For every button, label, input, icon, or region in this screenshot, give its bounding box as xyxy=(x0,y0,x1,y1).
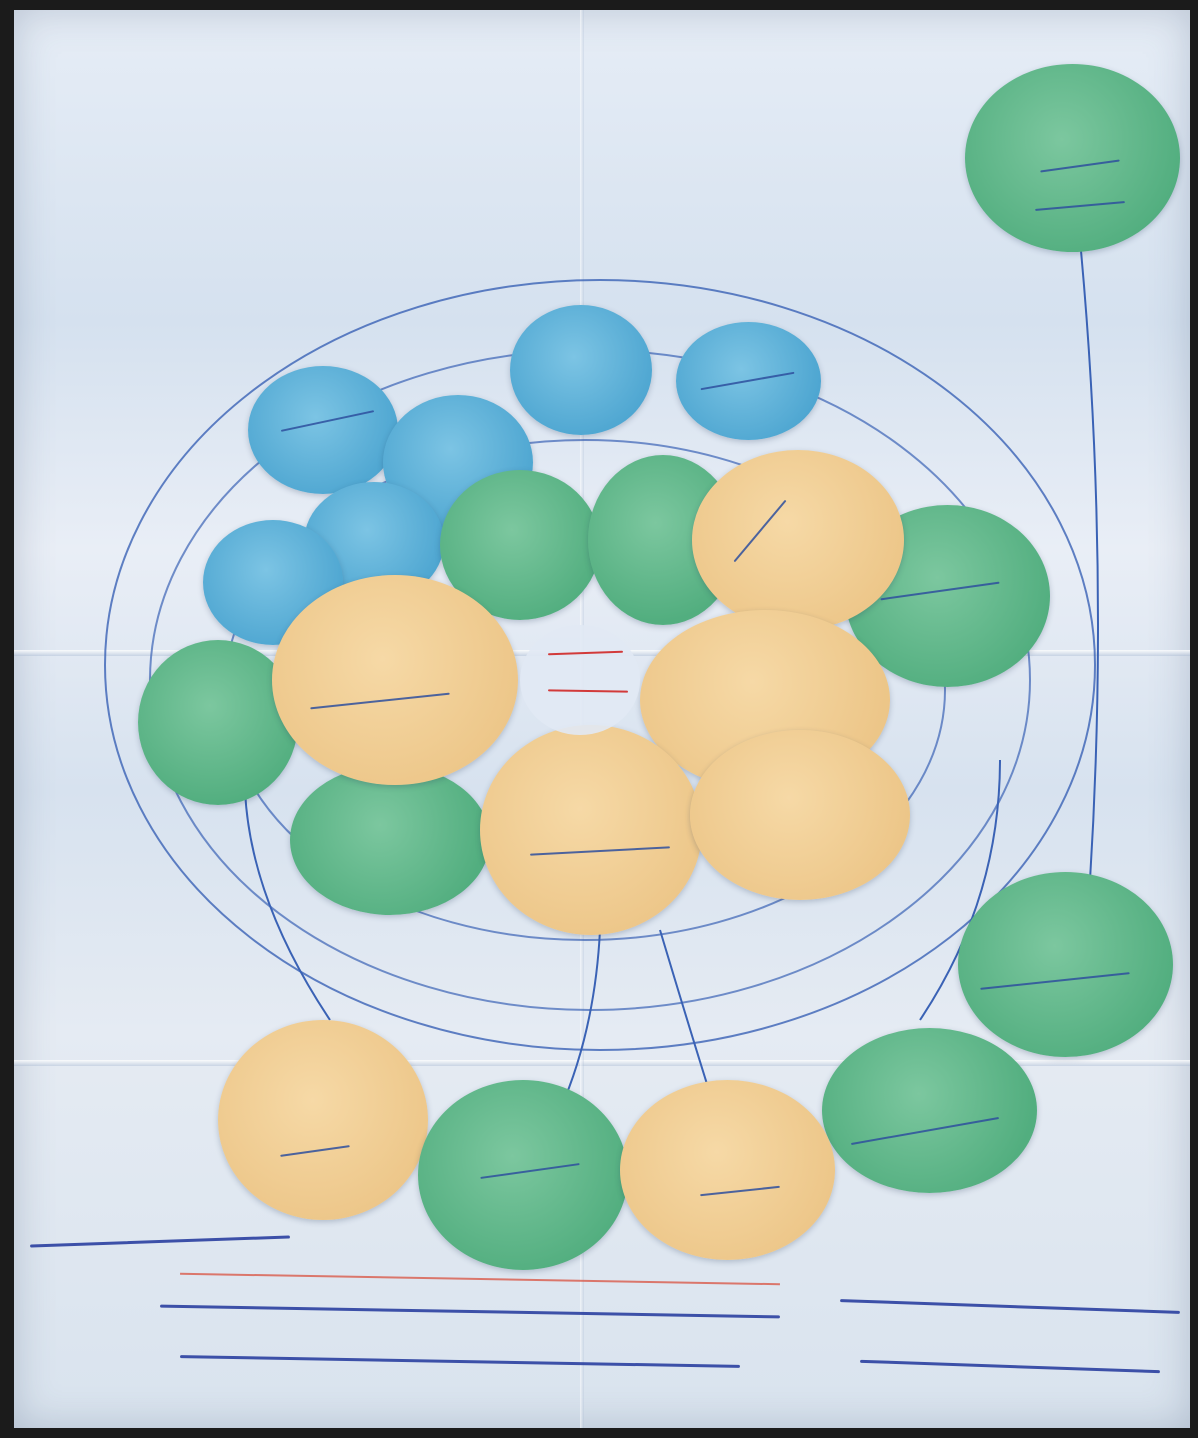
disc-green-lowerleft xyxy=(290,765,490,915)
disc-orange-bottomright xyxy=(690,730,910,900)
disc-green-right-outer xyxy=(958,872,1173,1057)
connector-bottom-1 xyxy=(559,929,601,1111)
disc-orange-bottom-3 xyxy=(620,1080,835,1260)
disc-orange-left xyxy=(272,575,518,785)
disc-orange-bottom xyxy=(480,725,702,935)
disc-orange-bottom-1 xyxy=(218,1020,428,1220)
disc-green-bottom-2 xyxy=(418,1080,628,1270)
disc-orange-topright xyxy=(692,450,904,630)
center-label-area xyxy=(520,625,640,735)
connector-topright xyxy=(1079,239,1099,881)
outer-ring xyxy=(104,279,1096,1051)
disc-green-left xyxy=(138,640,298,805)
fold-crease-lower xyxy=(14,1060,1190,1066)
connector-left xyxy=(244,789,331,1021)
connector-right xyxy=(919,759,1001,1021)
disc-blue-top-1 xyxy=(510,305,652,435)
disc-green-lower-right xyxy=(822,1028,1037,1193)
disc-blue-left-1 xyxy=(248,366,398,494)
disc-green-topright xyxy=(965,64,1180,252)
connector-bottom-2 xyxy=(659,929,713,1101)
